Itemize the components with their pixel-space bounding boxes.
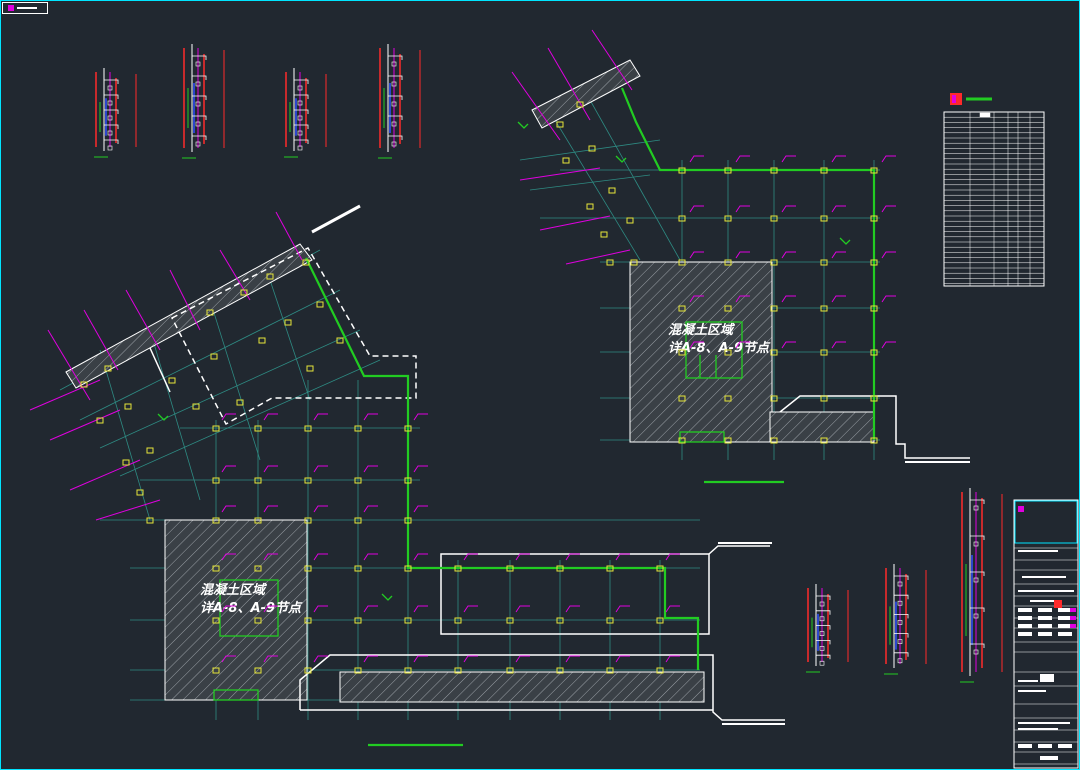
title-block: [1013, 499, 1079, 769]
right-column-markers: [556, 101, 878, 444]
axis-symbols: [157, 121, 851, 601]
left-concrete-zone: [164, 519, 308, 701]
left-dashed-boundary: [170, 247, 417, 426]
left-upper-room: [440, 553, 710, 635]
right-zone-detail: 详A-8、A-9节点: [668, 340, 771, 356]
right-zone-label: 混凝土区域: [668, 322, 735, 338]
left-lower-hatch: [339, 671, 705, 703]
layout-tab-label-bar: [17, 7, 37, 9]
layout-tab[interactable]: [2, 2, 48, 14]
right-angled-hatch: [531, 59, 641, 129]
left-magenta-leaders: [29, 211, 680, 663]
left-zone-detail: 详A-8、A-9节点: [200, 600, 303, 616]
left-angled-hatch: [65, 243, 313, 389]
left-column-markers: [80, 259, 664, 674]
right-concrete-zone: [629, 261, 773, 443]
left-floor-plan: 混凝土区域 详A-8、A-9节点: [29, 204, 785, 747]
left-zone-label: 混凝土区域: [200, 582, 267, 598]
detail-sections: [94, 44, 1003, 683]
right-magenta-leaders: [511, 29, 896, 349]
schedule-table: [943, 93, 1045, 287]
right-lower-hatch: [769, 411, 875, 443]
layout-tab-icon: [8, 5, 14, 11]
left-lower-outline: [299, 654, 785, 721]
left-plan-grid: [59, 249, 700, 720]
left-green-pipe: [305, 257, 700, 670]
right-floor-plan: 混凝土区域 详A-8、A-9节点: [511, 29, 970, 484]
right-outline-lower: [769, 395, 970, 459]
